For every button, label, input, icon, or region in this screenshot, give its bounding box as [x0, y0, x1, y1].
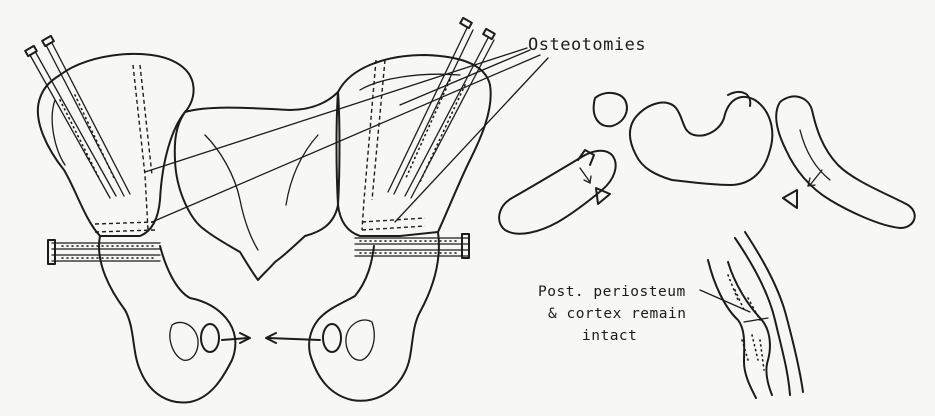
left-transverse-pins [48, 240, 160, 264]
right-pubic-end [323, 324, 341, 352]
left-ilium-outline [38, 54, 194, 236]
left-top-cross-section [594, 93, 627, 126]
periosteum-label-line1: Post. periosteum [538, 284, 686, 300]
right-displacement-arrow [810, 170, 822, 185]
sacrum-outline [175, 92, 340, 280]
pelvis-drawing [25, 18, 548, 403]
right-lower-pelvis-outline [309, 232, 439, 401]
osteotomies-label: Osteotomies [528, 35, 646, 55]
left-fixation-pins [25, 36, 130, 198]
sacrum-inner-line-right [286, 135, 318, 205]
left-ilium-cross-section [499, 151, 616, 234]
left-osteotomy-dashed-horizontal [95, 222, 155, 224]
approximation-arrows [222, 333, 320, 343]
left-osteotomy-dashed-vertical [133, 65, 148, 230]
right-osteotomy-dashed-horizontal-2 [362, 226, 425, 230]
right-ilium-outline [337, 55, 491, 236]
right-triangle-marker [783, 190, 797, 208]
left-obturator-foramen [170, 322, 198, 360]
left-osteotomy-dashed-vertical-2 [140, 65, 152, 175]
right-obturator-foramen [346, 320, 374, 360]
left-triangle-marker [596, 188, 610, 204]
left-pubic-end [201, 324, 219, 352]
periosteum-label-line2: & cortex remain [548, 306, 686, 322]
sacrum-inner-line [205, 135, 258, 250]
sacral-cross-section [630, 97, 772, 185]
right-ilium-inner-contour-section [800, 130, 830, 180]
cortex-detail [708, 232, 803, 398]
cross-section-drawing [499, 92, 915, 398]
right-osteotomy-dashed-horizontal [362, 218, 425, 222]
right-fixation-pins [388, 18, 495, 198]
periosteum-label-line3: intact [582, 328, 637, 344]
